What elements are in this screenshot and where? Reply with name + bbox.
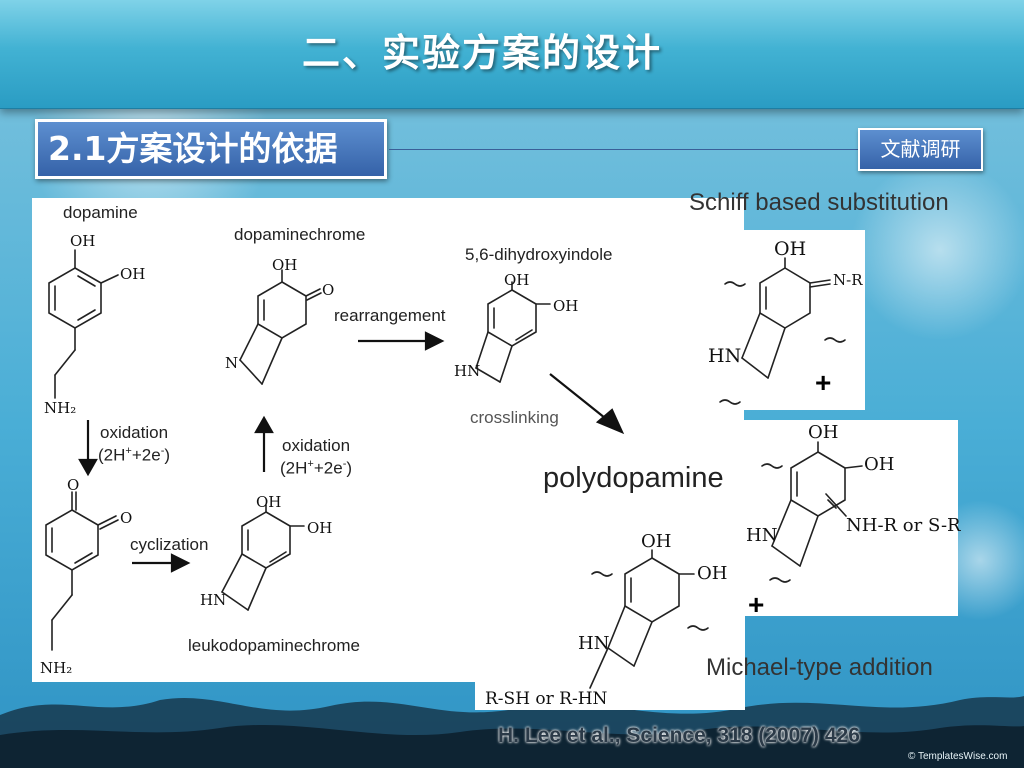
atom-label: OH (120, 265, 146, 283)
plus-sign: + (815, 367, 832, 398)
crosslinking-label: crosslinking (470, 408, 559, 427)
schiff-substitution-label: Schiff based substitution (689, 189, 949, 216)
atom-label: O (322, 281, 335, 299)
atom-label: NH₂ (40, 659, 73, 677)
atom-label: NH-R or S-R (846, 515, 961, 536)
leukodopaminechrome-label: leukodopaminechrome (188, 636, 360, 655)
oxidation-label-down: oxidation (100, 423, 169, 442)
atom-label: OH (808, 422, 839, 443)
literature-review-tag: 文献调研 (858, 128, 983, 171)
plus-sign: + (748, 589, 765, 620)
electrons-label-down: (2H++2e-) (98, 445, 171, 465)
oxidation-label-up: oxidation (282, 436, 351, 455)
atom-label: O (120, 509, 133, 527)
atom-label: OH (70, 232, 96, 250)
dopamine-label: dopamine (63, 203, 138, 222)
atom-label: HN (200, 591, 227, 609)
michael-addition-label: Michael-type addition (706, 654, 933, 681)
atom-label: OH (256, 493, 282, 511)
dihydroxyindole-label: 5,6-dihydroxyindole (465, 245, 613, 264)
atom-label: OH (307, 519, 333, 537)
cyclization-label: cyclization (130, 535, 209, 554)
atom-label: OH (697, 563, 728, 584)
citation: H. Lee et al., Science, 318 (2007) 426 (498, 724, 860, 747)
atom-label: OH (864, 454, 895, 475)
atom-label: HN (746, 525, 778, 546)
rearrangement-label: rearrangement (334, 306, 446, 325)
atom-label: NH₂ (44, 399, 77, 417)
title-banner (0, 0, 1024, 109)
atom-label: HN (578, 633, 610, 654)
atom-label: R-SH or R-HN (485, 689, 608, 709)
atom-label: HN (708, 345, 742, 367)
atom-label: N-R (833, 271, 863, 289)
watermark: © TemplatesWise.com (908, 751, 1008, 762)
atom-label: N (225, 354, 239, 372)
atom-label: OH (553, 297, 579, 315)
atom-label: HN (454, 362, 481, 380)
heading-divider (389, 149, 859, 150)
atom-label: OH (641, 531, 672, 552)
atom-label: O (67, 476, 80, 494)
section-heading: 2.1方案设计的依据 (35, 119, 387, 179)
slide-title: 二、实验方案的设计 (301, 30, 662, 75)
atom-label: OH (774, 238, 807, 260)
electrons-label-up: (2H++2e-) (280, 458, 353, 478)
dopaminechrome-label: dopaminechrome (234, 225, 366, 244)
polydopamine-label: polydopamine (543, 462, 724, 494)
atom-label: OH (272, 256, 298, 274)
atom-label: OH (504, 271, 530, 289)
